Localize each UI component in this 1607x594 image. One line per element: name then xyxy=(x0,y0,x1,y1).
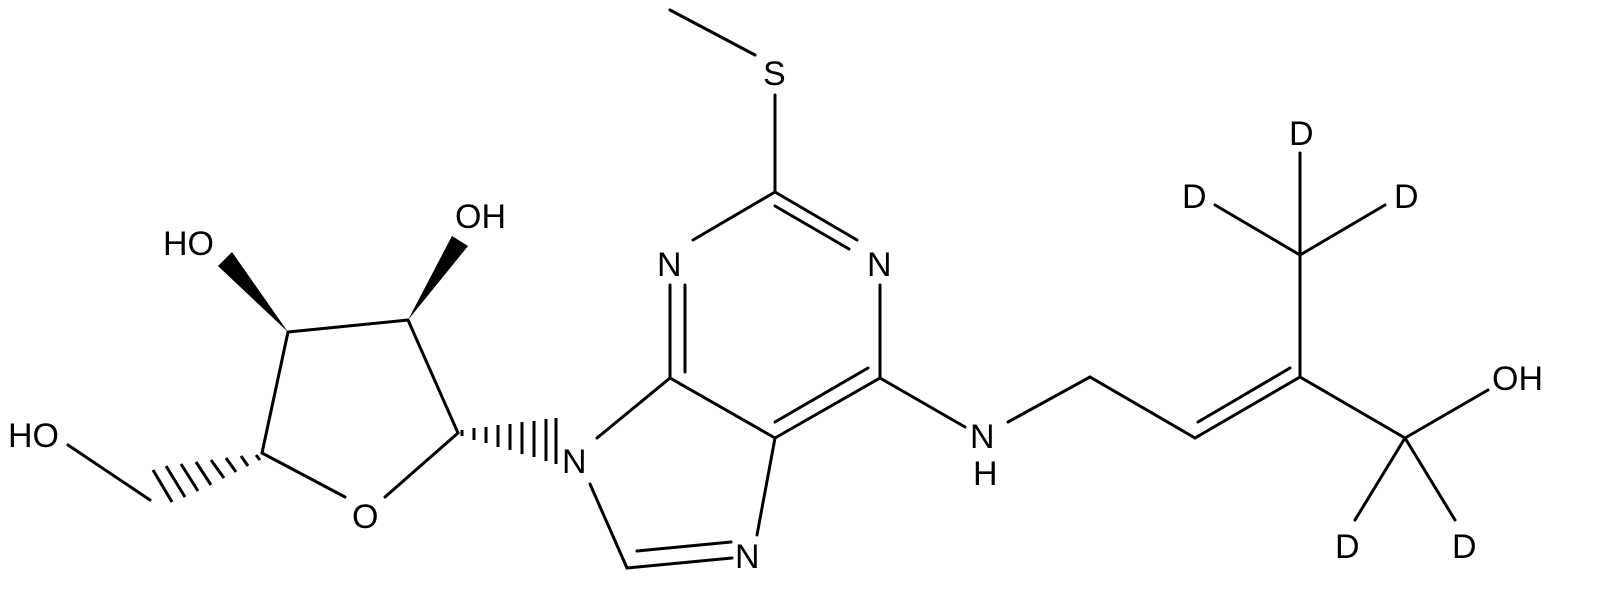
atom-labels: S N N N N N H O OH HO HO OH D D D D D xyxy=(8,55,1543,576)
bond-c4r-c3 xyxy=(260,330,290,455)
bond-n9-c8 xyxy=(588,482,629,570)
bond-o4-c4r xyxy=(260,451,347,499)
label-ring-oxygen: O xyxy=(352,498,378,536)
bond-cd2-oh xyxy=(1403,388,1490,440)
label-n7: N xyxy=(735,538,760,576)
label-deuterium-left: D xyxy=(1182,178,1207,216)
bond-c-cd2 xyxy=(1298,375,1407,440)
bond-n7-c5 xyxy=(755,436,777,537)
bond-ch2-ch xyxy=(1088,375,1197,440)
label-n1: N xyxy=(657,246,682,284)
bond-cd3-d-right xyxy=(1298,203,1387,257)
bond-c6-nh xyxy=(878,376,967,429)
bond-c4-c5 xyxy=(668,376,777,440)
bond-c5r-ho xyxy=(66,443,152,502)
label-ho-c5: HO xyxy=(8,417,59,455)
label-nh-h: H xyxy=(973,455,998,493)
bond-c2-n1 xyxy=(691,190,777,242)
wedge-c2-oh xyxy=(408,236,468,320)
bond-c2-n3-double xyxy=(773,204,851,251)
label-ho-c3: HO xyxy=(163,225,214,263)
bond-ch-c-double xyxy=(1196,366,1292,424)
label-n3: N xyxy=(867,246,892,284)
bond-c4-n9 xyxy=(595,376,672,440)
hash-c4-c5 xyxy=(151,454,262,503)
label-n9: N xyxy=(562,443,587,481)
label-oh-c2: OH xyxy=(455,198,506,236)
bond-c1-o4 xyxy=(383,431,460,499)
label-deuterium-bottom-right: D xyxy=(1452,528,1477,566)
bond-c5-c6 xyxy=(773,376,882,440)
label-deuterium-top: D xyxy=(1289,115,1314,153)
wedge-c3-ho xyxy=(218,252,288,332)
bond-cd2-d-right xyxy=(1403,436,1457,522)
bond-nh-ch2 xyxy=(1006,375,1092,424)
bond-c5-c6-double xyxy=(773,366,870,424)
label-sulfur: S xyxy=(763,55,786,93)
bond-cd2-d-left xyxy=(1353,436,1407,522)
bond-c8-n7 xyxy=(625,556,734,570)
label-nh-n: N xyxy=(970,418,995,456)
bond-c8-n7-double xyxy=(635,540,733,553)
bond-methyl-s xyxy=(668,8,757,57)
hash-c1-n9 xyxy=(460,418,558,464)
bonds xyxy=(66,8,1490,570)
bond-cd3-d-left xyxy=(1213,203,1302,257)
bond-c2-n3 xyxy=(773,190,859,242)
label-deuterium-bottom-left: D xyxy=(1335,528,1360,566)
label-oh-terminal: OH xyxy=(1492,360,1543,398)
stereo-bonds xyxy=(151,236,558,503)
bond-ch-c xyxy=(1193,375,1302,440)
label-deuterium-right: D xyxy=(1394,178,1419,216)
bond-c3-c2r xyxy=(286,318,410,334)
bond-c2r-c1 xyxy=(406,318,460,435)
